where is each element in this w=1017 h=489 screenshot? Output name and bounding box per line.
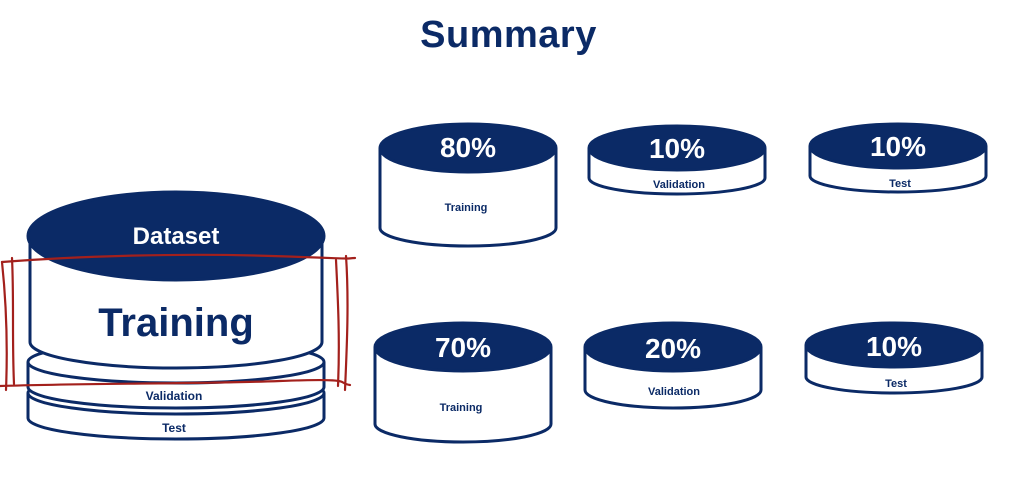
red-highlight-annotation xyxy=(0,253,357,392)
dataset-top-cap xyxy=(26,190,326,282)
split1-validation-percent: 10% xyxy=(649,133,705,164)
split2-training-label: Training xyxy=(440,402,483,414)
split1-training-cylinder xyxy=(378,122,558,248)
dataset-test-label: Test xyxy=(162,421,186,435)
slide-title: Summary xyxy=(420,14,597,56)
split1-validation-label: Validation xyxy=(653,179,705,191)
split2-training-percent: 70% xyxy=(435,332,491,363)
split2-test-label: Test xyxy=(885,378,907,390)
split2-test-percent: 10% xyxy=(866,331,922,362)
dataset-top-label: Dataset xyxy=(133,223,220,250)
split2-validation-percent: 20% xyxy=(645,333,701,364)
split1-test-percent: 10% xyxy=(870,131,926,162)
split2-validation-cylinder xyxy=(583,321,763,410)
split1-test-cylinder xyxy=(808,122,988,194)
split1-validation-cylinder xyxy=(587,124,767,196)
dataset-training-label: Training xyxy=(98,301,254,345)
split1-training-percent: 80% xyxy=(440,132,496,163)
dataset-cylinder-stack xyxy=(26,190,326,441)
split1-training-label: Training xyxy=(445,202,488,214)
split2-test-cylinder xyxy=(804,321,984,395)
dataset-validation-label: Validation xyxy=(146,389,203,403)
split2-training-cylinder xyxy=(373,321,553,444)
split1-test-label: Test xyxy=(889,178,911,190)
split2-validation-label: Validation xyxy=(648,386,700,398)
